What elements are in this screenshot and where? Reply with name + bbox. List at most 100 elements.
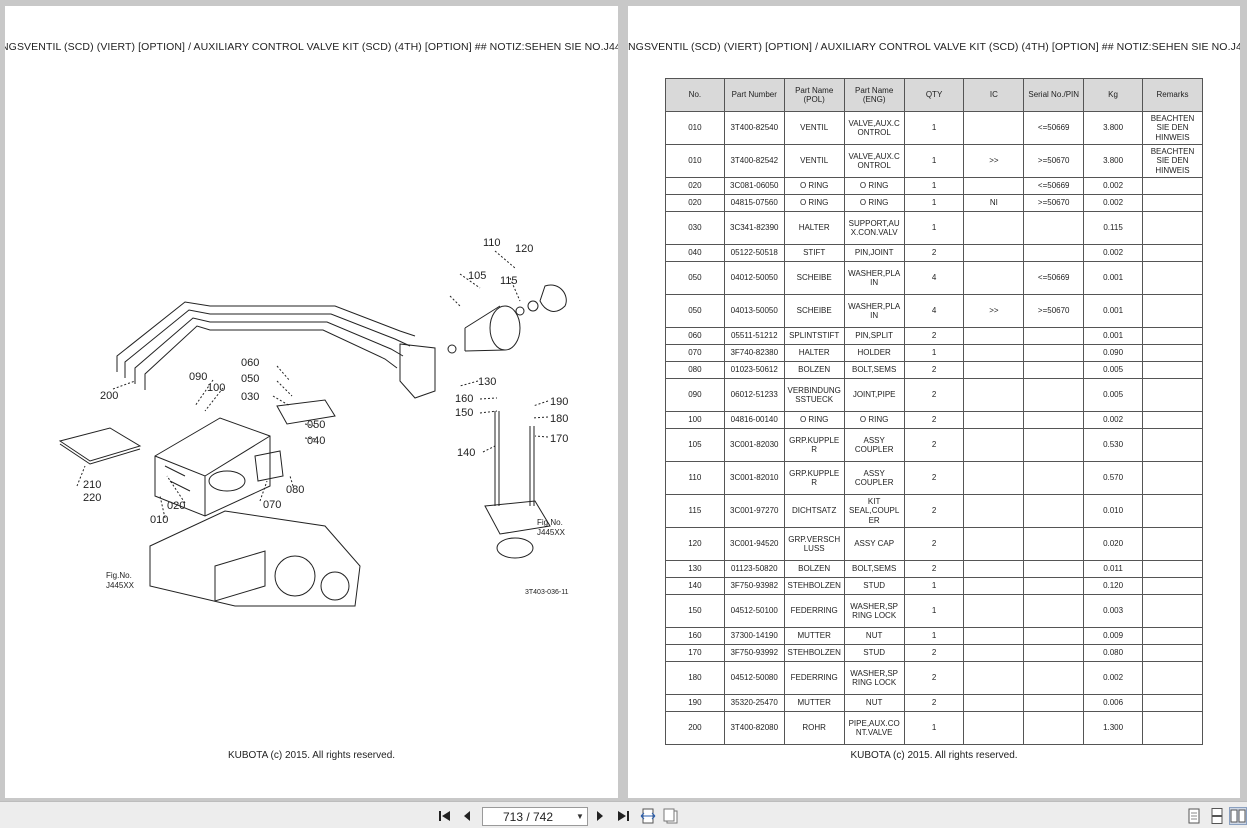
cell-qty: 1 — [903, 627, 965, 645]
cell-qty: 2 — [903, 661, 965, 695]
cell-name-eng: NUT — [843, 694, 905, 712]
cell-name-pol: STIFT — [783, 244, 845, 262]
cell-ic: >> — [963, 144, 1025, 178]
callout-190: 190 — [550, 396, 568, 408]
cell-kg: 3.800 — [1083, 144, 1143, 178]
cell-serial — [1023, 244, 1085, 262]
cell-no: 050 — [665, 261, 725, 295]
cell-remarks — [1142, 694, 1203, 712]
cell-kg: 0.002 — [1083, 411, 1143, 429]
cell-serial — [1023, 577, 1085, 595]
single-page-view-icon[interactable] — [1185, 807, 1203, 825]
callout-220: 220 — [83, 492, 101, 504]
cell-qty: 2 — [903, 494, 965, 528]
cell-qty: 2 — [903, 461, 965, 495]
cell-serial — [1023, 594, 1085, 628]
cell-serial — [1023, 378, 1085, 412]
cell-qty: 1 — [903, 594, 965, 628]
page-indicator: 713 / 742 — [502, 809, 554, 824]
first-page-icon[interactable] — [436, 807, 454, 825]
cell-part-number: 05511-51212 — [723, 327, 785, 345]
cell-qty: 4 — [903, 294, 965, 328]
column-header: No. — [665, 78, 725, 112]
cell-serial — [1023, 361, 1085, 379]
next-page-icon[interactable] — [591, 807, 609, 825]
cell-kg: 0.020 — [1083, 527, 1143, 561]
cell-kg: 0.005 — [1083, 361, 1143, 379]
cell-qty: 2 — [903, 244, 965, 262]
cell-kg: 0.080 — [1083, 644, 1143, 662]
cell-serial — [1023, 344, 1085, 362]
column-header: Part Name (POL) — [783, 78, 845, 112]
cell-no: 170 — [665, 644, 725, 662]
cell-qty: 1 — [903, 344, 965, 362]
last-page-icon[interactable] — [614, 807, 632, 825]
manual-book-210 — [58, 427, 142, 462]
cell-qty: 1 — [903, 194, 965, 212]
copyright-footer: KUBOTA (c) 2015. All rights reserved. — [227, 750, 396, 761]
callout-100: 100 — [207, 382, 225, 394]
chevron-down-icon: ▼ — [576, 812, 584, 821]
fig-ref-number-2: J445XX — [106, 581, 135, 590]
cell-serial: >=50670 — [1023, 194, 1085, 212]
cell-ic — [963, 327, 1025, 345]
continuous-view-icon[interactable] — [1208, 807, 1226, 825]
document-page-left: NGSVENTIL (SCD) (VIERT) [OPTION] / AUXIL… — [5, 6, 618, 798]
cell-ic — [963, 428, 1025, 462]
cell-serial — [1023, 711, 1085, 745]
facing-pages-view-icon[interactable] — [1229, 807, 1247, 825]
callout-030: 030 — [241, 391, 259, 403]
cell-remarks — [1142, 644, 1203, 662]
column-header: Serial No./PIN — [1023, 78, 1085, 112]
cell-serial — [1023, 494, 1085, 528]
cell-name-eng: PIN,SPLIT — [843, 327, 905, 345]
cell-ic — [963, 527, 1025, 561]
cell-serial: <=50669 — [1023, 177, 1085, 195]
column-header: QTY — [903, 78, 965, 112]
cell-ic — [963, 111, 1025, 145]
cell-name-pol: FEDERRING — [783, 594, 845, 628]
cell-name-eng: O RING — [843, 177, 905, 195]
cell-name-eng: O RING — [843, 194, 905, 212]
cell-name-pol: GRP.VERSCH LUSS — [783, 527, 845, 561]
cell-part-number: 04013-50050 — [723, 294, 785, 328]
cell-no: 200 — [665, 711, 725, 745]
cell-remarks — [1142, 594, 1203, 628]
cell-part-number: 04512-50080 — [723, 661, 785, 695]
cell-kg: 0.001 — [1083, 327, 1143, 345]
cell-ic — [963, 494, 1025, 528]
cell-part-number: 3T400-82542 — [723, 144, 785, 178]
cell-qty: 2 — [903, 694, 965, 712]
callout-020: 020 — [167, 500, 185, 512]
cell-name-eng: WASHER,SP RING LOCK — [843, 594, 905, 628]
callout-090: 090 — [189, 371, 207, 383]
cell-part-number: 3C001-97270 — [723, 494, 785, 528]
prev-page-icon[interactable] — [458, 807, 476, 825]
cell-qty: 1 — [903, 144, 965, 178]
cell-kg: 0.002 — [1083, 661, 1143, 695]
callout-050: 050 — [241, 373, 259, 385]
fit-width-icon[interactable] — [639, 807, 657, 825]
cell-serial — [1023, 661, 1085, 695]
cell-remarks — [1142, 627, 1203, 645]
cell-ic — [963, 594, 1025, 628]
cell-name-eng: VALVE,AUX.C ONTROL — [843, 111, 905, 145]
cell-remarks — [1142, 461, 1203, 495]
cell-ic — [963, 627, 1025, 645]
cell-qty: 1 — [903, 211, 965, 245]
cell-name-pol: BOLZEN — [783, 361, 845, 379]
fit-page-icon[interactable] — [662, 807, 680, 825]
cell-serial — [1023, 428, 1085, 462]
cell-name-eng: NUT — [843, 627, 905, 645]
cell-kg: 0.002 — [1083, 177, 1143, 195]
page-number-select[interactable]: 713 / 742 ▼ — [482, 807, 588, 826]
cell-serial — [1023, 211, 1085, 245]
cell-no: 090 — [665, 378, 725, 412]
